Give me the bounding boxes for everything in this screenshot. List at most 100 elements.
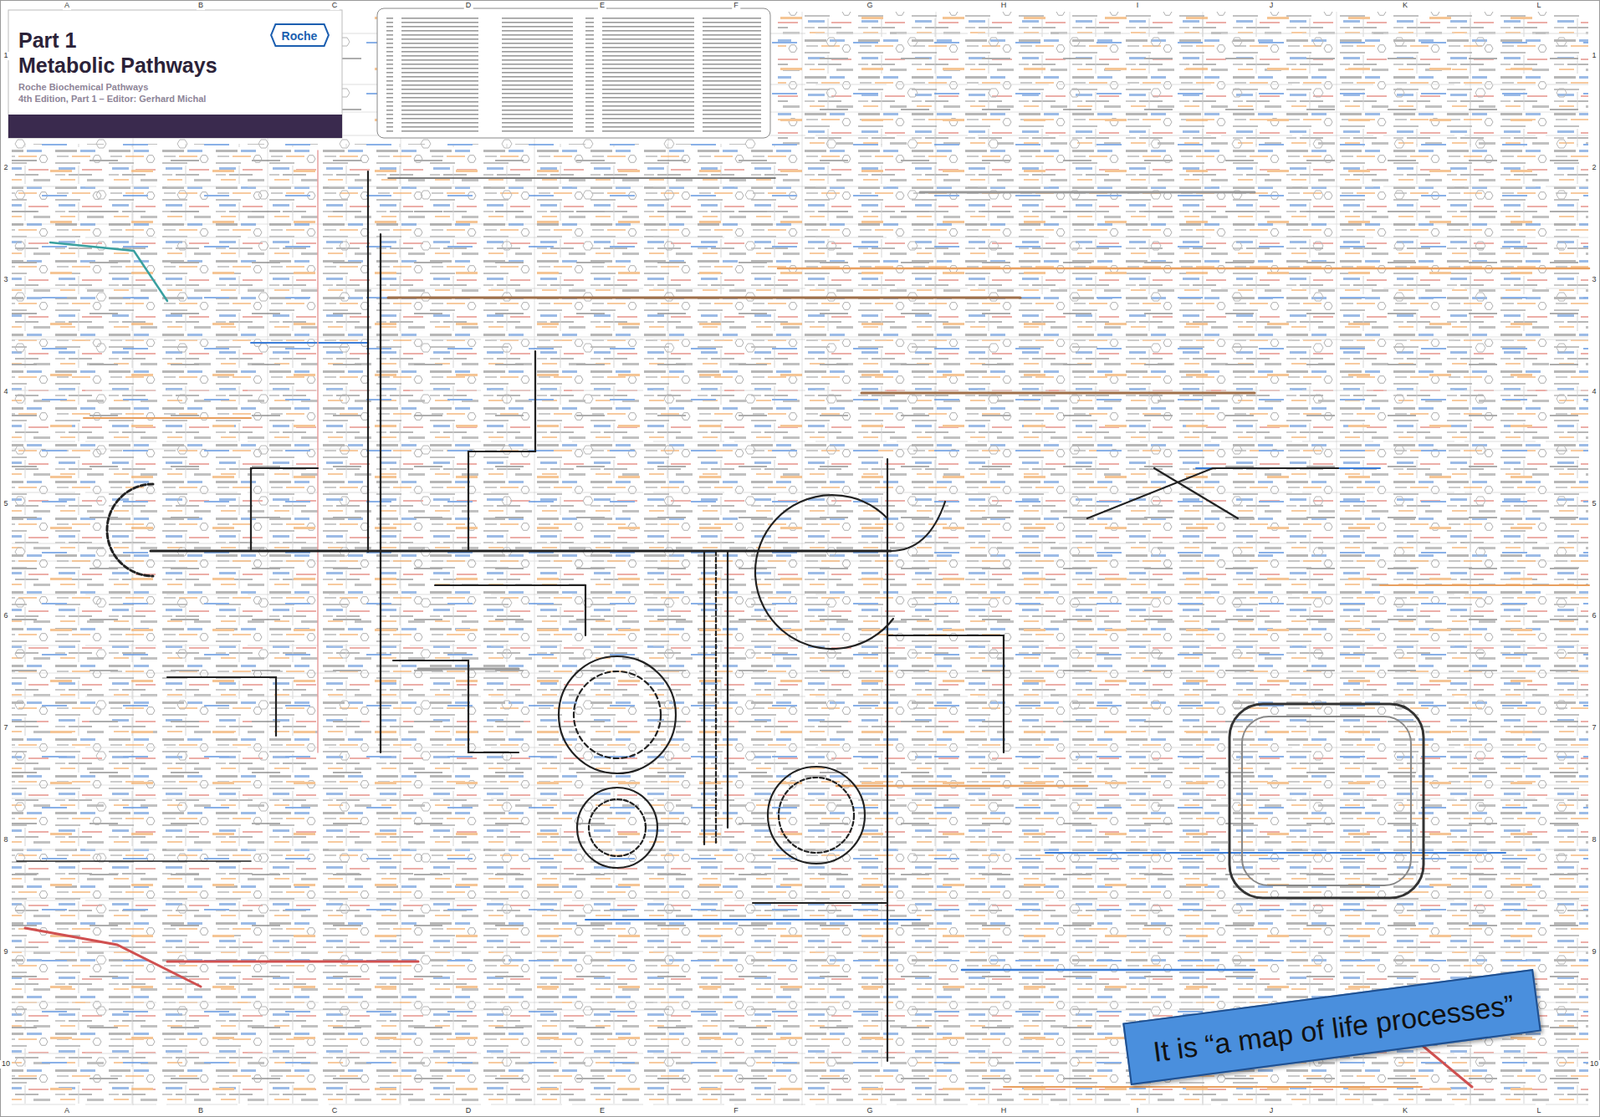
poster-title: Metabolic Pathways bbox=[18, 53, 218, 78]
grid-letter: K bbox=[1400, 1107, 1410, 1116]
dense-texture bbox=[11, 11, 1589, 1106]
pathway-line bbox=[726, 551, 729, 829]
pathway-line bbox=[920, 191, 1255, 195]
pathway-line bbox=[1087, 468, 1339, 519]
title-panel bbox=[8, 10, 343, 139]
pathway-line bbox=[250, 468, 318, 552]
grid-letter: L bbox=[1534, 1, 1543, 11]
pathway-line bbox=[16, 860, 251, 863]
cycle-circle bbox=[573, 671, 661, 759]
pathway-line bbox=[25, 928, 201, 987]
grid-number: 8 bbox=[1, 836, 10, 845]
notes-box bbox=[377, 8, 771, 139]
grid-letter: E bbox=[598, 1107, 607, 1116]
pathway-line bbox=[393, 660, 519, 753]
part-heading: Part 1 bbox=[18, 28, 77, 53]
grid-letter: F bbox=[731, 1107, 741, 1116]
cycle-circle bbox=[767, 766, 865, 864]
grid-number: 6 bbox=[1, 612, 10, 621]
grid-number: 1 bbox=[1589, 51, 1598, 61]
grid-number: 3 bbox=[1, 276, 10, 285]
pathway-line bbox=[861, 392, 1255, 395]
grid-number: 10 bbox=[1588, 1060, 1600, 1069]
grid-number: 4 bbox=[1, 388, 10, 397]
grid-number: 5 bbox=[1, 500, 10, 509]
pathway-line bbox=[83, 417, 251, 420]
grid-letter: B bbox=[196, 1, 205, 11]
pathway-line bbox=[1421, 1045, 1473, 1088]
grid-letter: D bbox=[464, 1, 474, 11]
logo-hexagon: Roche bbox=[270, 23, 330, 47]
pathway-line bbox=[886, 459, 889, 1062]
grid-letter: C bbox=[330, 1, 340, 11]
title-box bbox=[8, 10, 343, 139]
cycle-arc bbox=[755, 495, 894, 650]
pathway-loop bbox=[1242, 716, 1411, 886]
cycle-circle bbox=[588, 799, 646, 857]
grid-letter: G bbox=[864, 1107, 875, 1116]
cycle-circle bbox=[577, 787, 658, 869]
grid-letter: E bbox=[598, 1, 607, 11]
logo-text: Roche bbox=[281, 29, 318, 43]
pathway-texture bbox=[11, 11, 1589, 1106]
grid-letter: J bbox=[1267, 1, 1276, 11]
pathway-line bbox=[316, 150, 319, 753]
pathway-line bbox=[890, 501, 946, 552]
pathway-line bbox=[1003, 1086, 1422, 1089]
pathway-line bbox=[434, 585, 586, 636]
pathway-line bbox=[379, 234, 382, 753]
pathway-line bbox=[167, 677, 277, 737]
grid-letter: J bbox=[1267, 1107, 1276, 1116]
grid-letter: H bbox=[999, 1, 1009, 11]
grid-letter: A bbox=[62, 1107, 72, 1116]
grid-number: 3 bbox=[1589, 276, 1598, 285]
grid-letter: K bbox=[1400, 1, 1410, 11]
grid-number: 2 bbox=[1589, 163, 1598, 173]
pathway-line bbox=[468, 351, 536, 552]
hexagon-shape bbox=[270, 24, 329, 47]
grid-number: 5 bbox=[1589, 500, 1598, 509]
pathway-line bbox=[777, 267, 1590, 271]
edition-note: 4th Edition, Part 1 – Editor: Gerhard Mi… bbox=[18, 93, 206, 105]
grid-letter: A bbox=[62, 1, 72, 11]
grid-number: 6 bbox=[1589, 612, 1598, 621]
grid-letter: F bbox=[731, 1, 741, 11]
pathway-line bbox=[1380, 584, 1590, 587]
grid-letter: L bbox=[1534, 1107, 1543, 1116]
grid-number: 2 bbox=[1, 163, 10, 173]
grid-letter: B bbox=[196, 1107, 205, 1116]
pathway-line bbox=[250, 342, 369, 344]
notes-text-lines bbox=[493, 16, 573, 133]
grid-letter: I bbox=[1134, 1, 1141, 11]
pathway-line bbox=[388, 296, 1021, 300]
grid-number: 7 bbox=[1, 724, 10, 733]
cycle-arc bbox=[107, 484, 154, 577]
grid-number: 1 bbox=[1, 51, 10, 61]
cycle-circle bbox=[558, 656, 676, 774]
color-pathways bbox=[25, 150, 1590, 1088]
backbone-line bbox=[150, 550, 891, 553]
grid-lines bbox=[11, 11, 1589, 1106]
cycle-circle bbox=[778, 777, 854, 854]
pathway-loop bbox=[1229, 704, 1424, 899]
pathway-line bbox=[715, 551, 717, 845]
main-pathways bbox=[16, 171, 1424, 1062]
grid-letter: C bbox=[330, 1107, 340, 1116]
pathway-line bbox=[752, 902, 887, 905]
pathway-line bbox=[887, 635, 1004, 753]
notes-text-lines bbox=[386, 16, 479, 133]
grid-number: 8 bbox=[1589, 836, 1598, 845]
grid-number: 9 bbox=[1589, 948, 1598, 957]
notes-panel bbox=[377, 8, 771, 139]
grid-letter: H bbox=[999, 1107, 1009, 1116]
grid-number: 10 bbox=[0, 1060, 12, 1069]
title-bar bbox=[8, 114, 343, 139]
pathway-line bbox=[836, 785, 1088, 788]
pathway-line bbox=[1154, 468, 1238, 519]
pathway-line bbox=[167, 961, 419, 964]
grid-letter: I bbox=[1134, 1107, 1141, 1116]
pathway-line bbox=[1045, 852, 1506, 854]
grid-letter: D bbox=[464, 1107, 474, 1116]
pathway-line bbox=[367, 171, 369, 553]
